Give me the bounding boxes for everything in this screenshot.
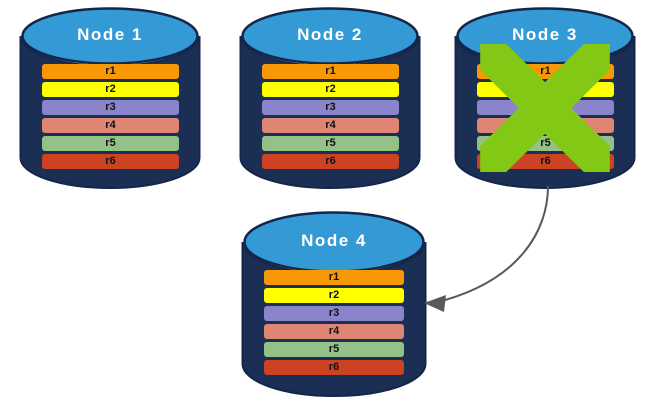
node-1-row-r6[interactable]: r6 xyxy=(42,154,179,169)
node-2-row-r3[interactable]: r3 xyxy=(262,100,399,115)
node-2-rows: r1 r2 r3 r4 r5 r6 xyxy=(262,64,399,172)
node-1-row-r4[interactable]: r4 xyxy=(42,118,179,133)
node-4-row-r2[interactable]: r2 xyxy=(264,288,404,303)
node-1-top-disc xyxy=(21,7,199,65)
node-1-rows: r1 r2 r3 r4 r5 r6 xyxy=(42,64,179,172)
node-2-row-r1[interactable]: r1 xyxy=(262,64,399,79)
node-1-row-r3[interactable]: r3 xyxy=(42,100,179,115)
node-2-row-r6[interactable]: r6 xyxy=(262,154,399,169)
node-2-row-r4[interactable]: r4 xyxy=(262,118,399,133)
node-4-row-r1[interactable]: r1 xyxy=(264,270,404,285)
node-2-row-r2[interactable]: r2 xyxy=(262,82,399,97)
node-2-row-r5[interactable]: r5 xyxy=(262,136,399,151)
node-4-row-r3[interactable]: r3 xyxy=(264,306,404,321)
node-4-row-r6[interactable]: r6 xyxy=(264,360,404,375)
node-4-rows: r1 r2 r3 r4 r5 r6 xyxy=(264,270,404,378)
node-4-row-r5[interactable]: r5 xyxy=(264,342,404,357)
node-1-row-r1[interactable]: r1 xyxy=(42,64,179,79)
node-4-row-r4[interactable]: r4 xyxy=(264,324,404,339)
node-1-row-r2[interactable]: r2 xyxy=(42,82,179,97)
replication-arrow-head xyxy=(424,295,446,312)
node-1-row-r5[interactable]: r5 xyxy=(42,136,179,151)
node-2-top-disc xyxy=(241,7,419,65)
replication-arrow-line xyxy=(433,185,549,304)
